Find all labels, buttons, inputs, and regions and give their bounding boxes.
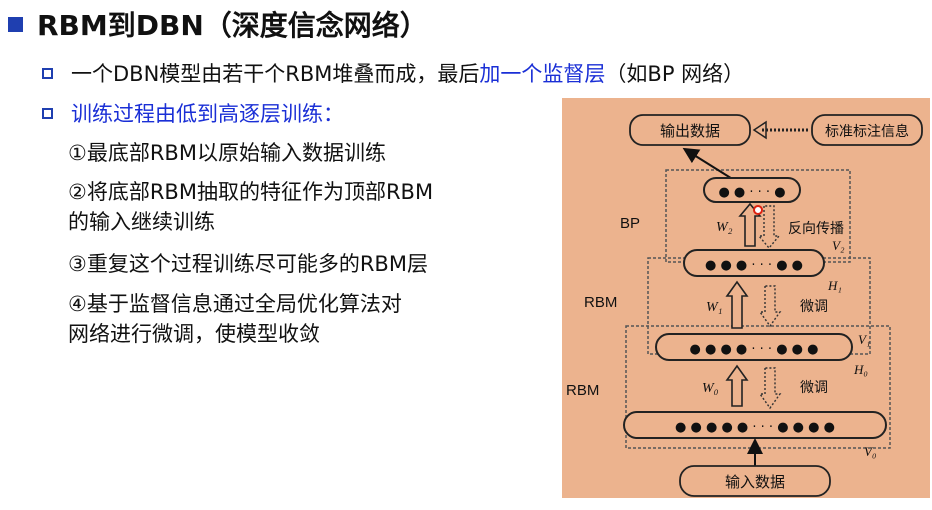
up-arrow-w0 xyxy=(725,364,749,407)
cursor-marker-icon xyxy=(753,205,763,215)
title-bullet-icon xyxy=(8,16,23,32)
label-info-label: 标准标注信息 xyxy=(825,123,909,139)
weight-w0: W₀ xyxy=(702,381,719,396)
label-info-box xyxy=(811,114,923,146)
layer-v1 xyxy=(655,333,853,361)
layer-v1-units: ● ● ● ● · · · ● ● ● xyxy=(690,342,819,357)
slide-title-text: RBM到DBN（深度信念网络） xyxy=(37,9,428,42)
step-1: ①最底部RBM以原始输入数据训练 xyxy=(68,141,386,165)
input-data-box xyxy=(679,465,831,497)
rbm-top-label: RBM xyxy=(584,294,617,311)
bullet-1-text-part1: 一个DBN模型由若干个RBM堆叠而成，最后 xyxy=(71,62,480,86)
step-2-line1: ②将底部RBM抽取的特征作为顶部RBM xyxy=(68,180,434,204)
down-arrow-finetune2 xyxy=(758,367,782,410)
weight-w1: W₁ xyxy=(706,300,723,315)
layer-top xyxy=(703,177,801,203)
output-data-box xyxy=(629,114,751,146)
layer-label-v2: V₂ xyxy=(832,238,845,253)
dbn-diagram: 输出数据 标准标注信息 ● ● · · · ● ● ● ● · · · ● ● … xyxy=(562,98,930,498)
bullet-item-2: 训练过程由低到高逐层训练： xyxy=(42,98,344,128)
step-4-line2: 网络进行微调，使模型收敛 xyxy=(68,322,320,346)
layer-h1 xyxy=(683,249,825,277)
slide-title: RBM到DBN（深度信念网络） xyxy=(8,4,428,44)
up-arrow-w1 xyxy=(725,280,749,329)
output-data-label: 输出数据 xyxy=(660,123,720,140)
finetune-label-1: 微调 xyxy=(800,298,828,314)
layer-label-h1: H₁ xyxy=(827,278,842,293)
down-arrow-backprop xyxy=(757,205,781,250)
backprop-label: 反向传播 xyxy=(788,220,844,236)
output-arrow xyxy=(682,147,735,181)
step-2-line2: 的输入继续训练 xyxy=(68,210,215,234)
bullet-1-text-part2: （如BP 网络） xyxy=(605,62,745,86)
layer-label-h0: H₀ xyxy=(853,362,868,377)
bp-label: BP xyxy=(620,215,640,232)
layer-top-units: ● ● · · · ● xyxy=(718,185,785,200)
step-3: ③重复这个过程训练尽可能多的RBM层 xyxy=(68,252,428,276)
layer-label-v1: V₁ xyxy=(858,332,870,347)
input-data-label: 输入数据 xyxy=(725,474,785,491)
layer-label-v0: V₀ xyxy=(864,444,876,459)
weight-w2: W₂ xyxy=(716,220,733,235)
layer-h1-units: ● ● ● · · · ● ● xyxy=(705,258,803,273)
rbm-bottom-label: RBM xyxy=(566,382,599,399)
bullet-2-text: 训练过程由低到高逐层训练： xyxy=(71,102,344,126)
bullet-1-highlight: 加一个监督层 xyxy=(479,62,606,86)
square-bullet-icon xyxy=(42,107,53,119)
finetune-label-2: 微调 xyxy=(800,379,828,395)
label-arrow-head xyxy=(752,120,767,140)
bullet-item-1: 一个DBN模型由若干个RBM堆叠而成，最后加一个监督层（如BP 网络） xyxy=(42,58,744,88)
layer-v0-units: ● ● ● ● ● · · · ● ● ● ● xyxy=(675,420,835,435)
step-4-line1: ④基于监督信息通过全局优化算法对 xyxy=(68,292,402,316)
down-arrow-finetune1 xyxy=(758,285,782,328)
square-bullet-icon xyxy=(42,67,53,79)
